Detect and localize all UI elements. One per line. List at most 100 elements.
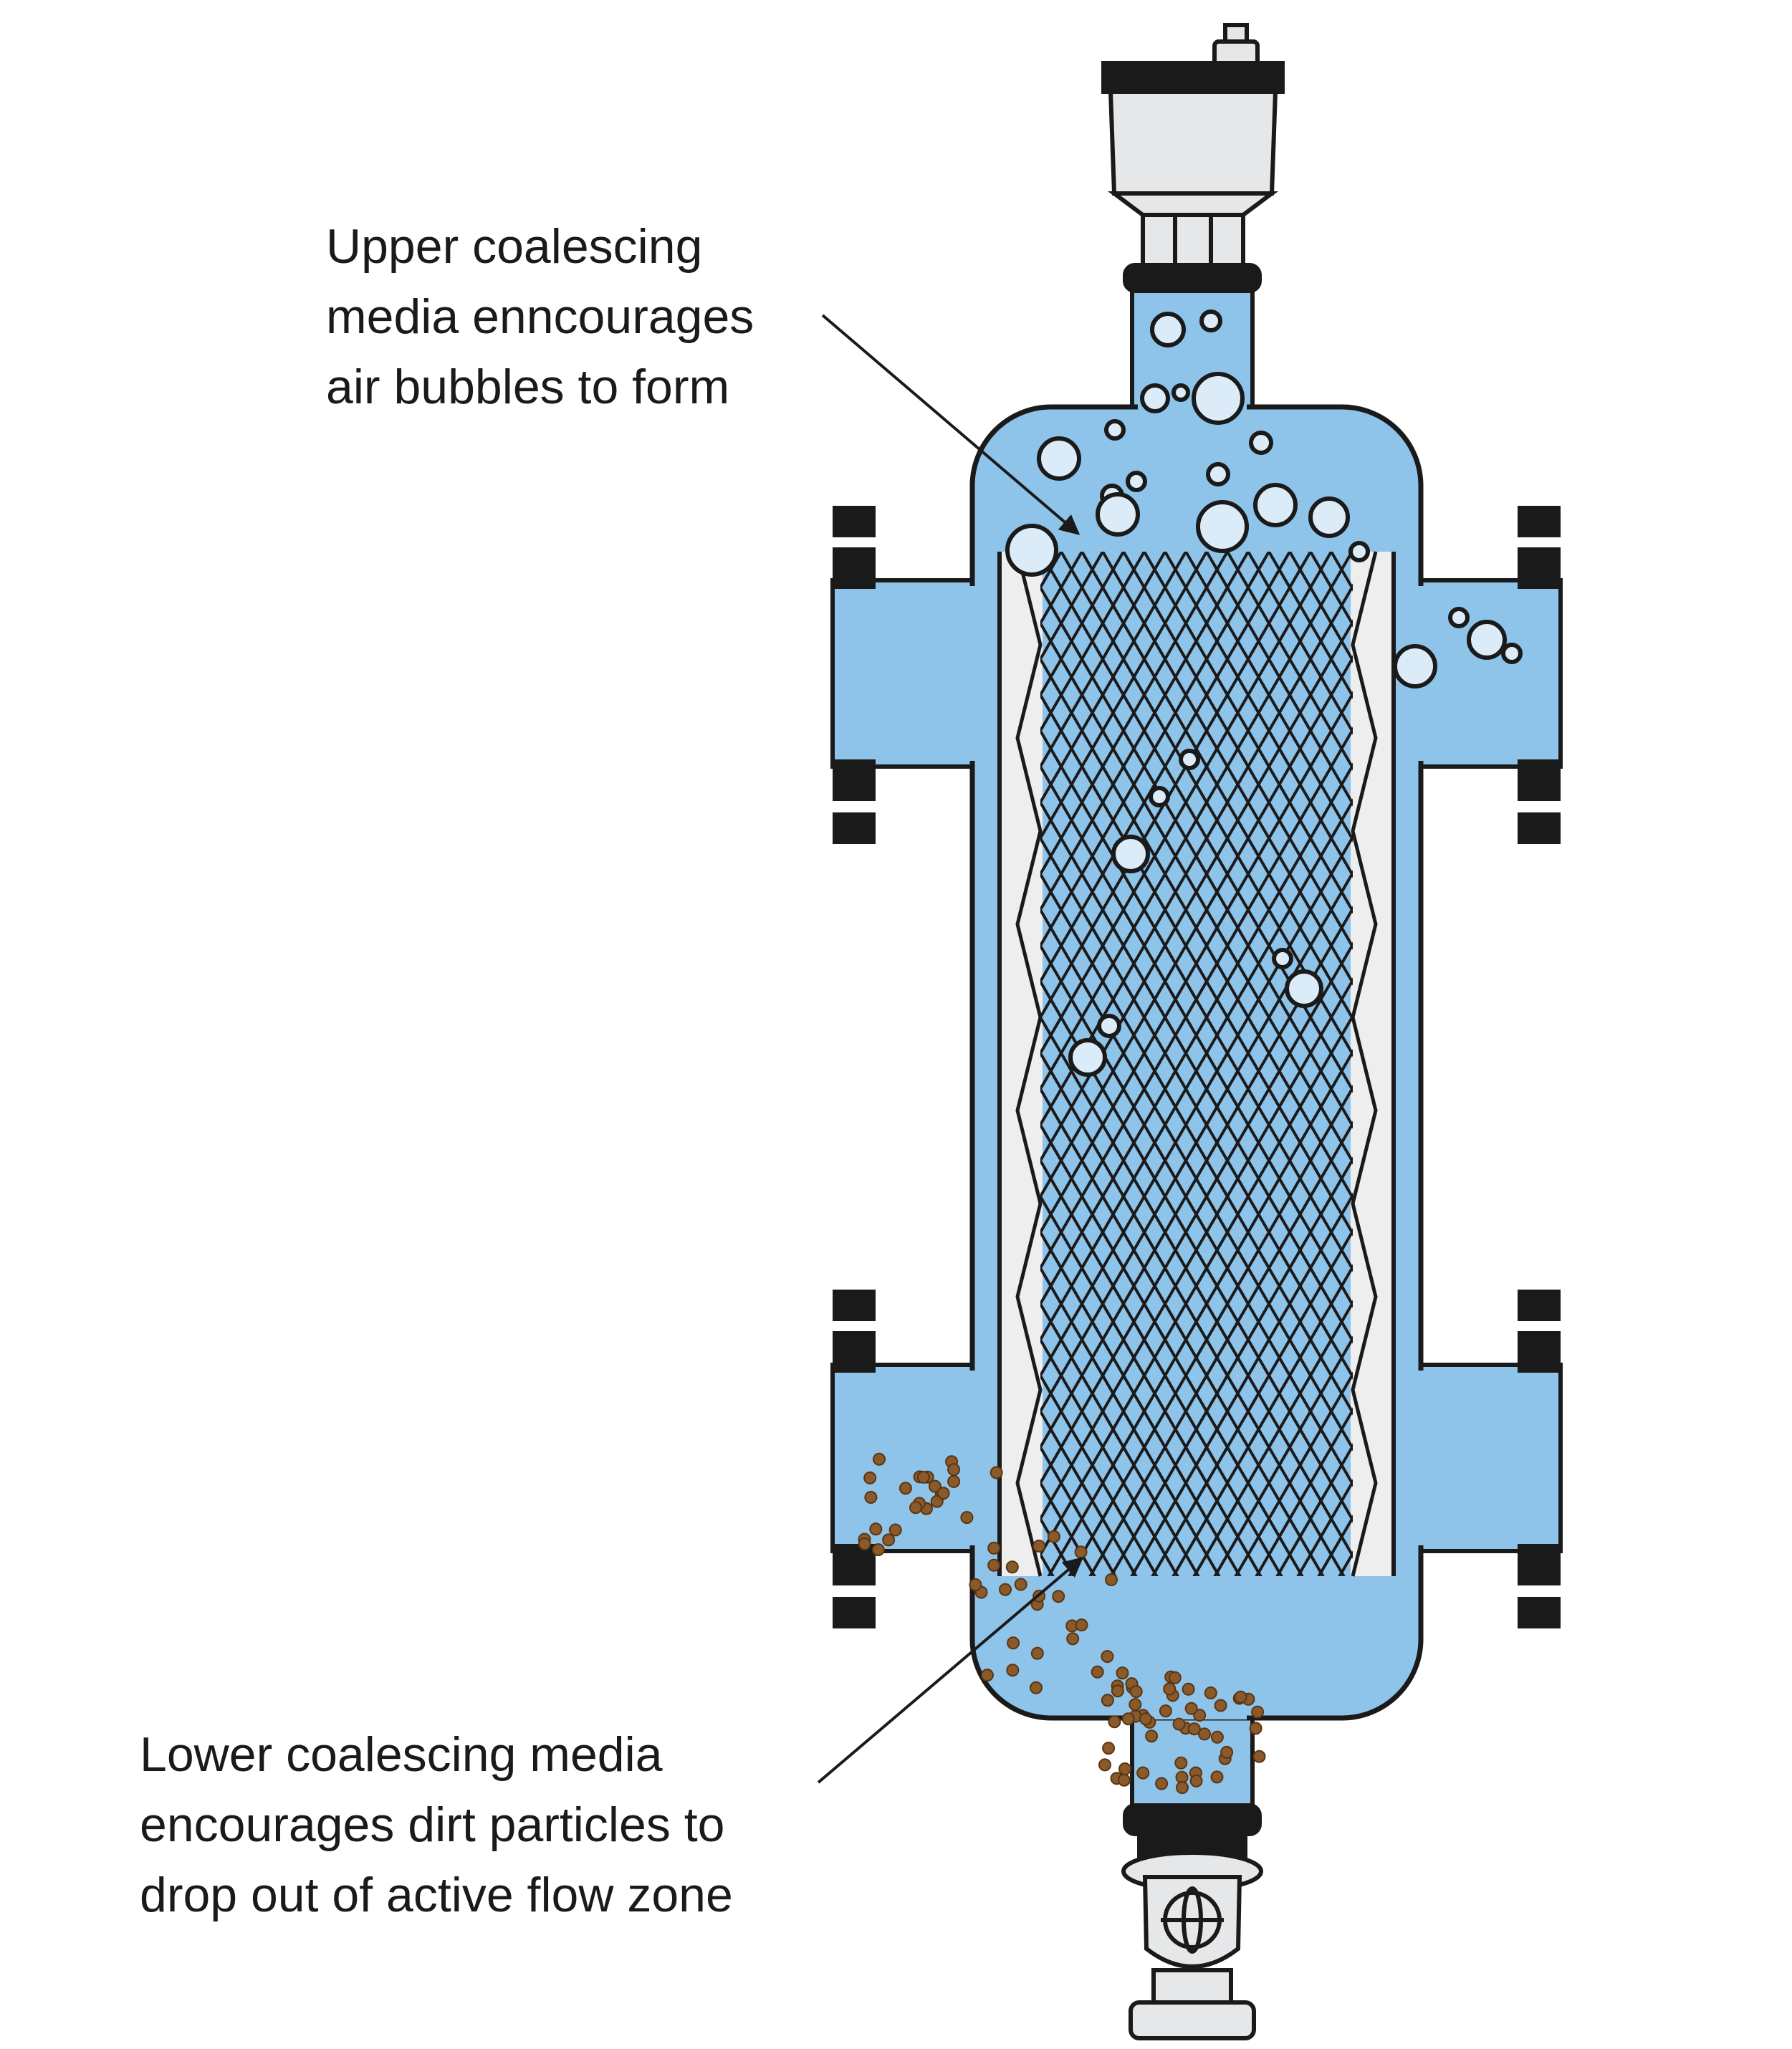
lower-annotation-line: drop out of active flow zone xyxy=(140,1868,733,1922)
bubble xyxy=(1285,969,1323,1008)
bubble xyxy=(1068,1038,1107,1077)
dirt-particle xyxy=(1198,1727,1211,1741)
dirt-particle xyxy=(1074,1545,1088,1559)
dirt-particle xyxy=(947,1463,961,1477)
media-right-edge xyxy=(1351,552,1394,1576)
dirt-particle xyxy=(909,1501,922,1515)
dirt-particle xyxy=(1129,1698,1142,1712)
dirt-particle xyxy=(1249,1722,1262,1735)
coalescing-media xyxy=(997,551,1396,1577)
dirt-particle xyxy=(863,1471,877,1484)
dirt-particle xyxy=(1172,1717,1186,1731)
dirt-particle xyxy=(1129,1685,1143,1699)
bubble xyxy=(1448,607,1470,628)
dirt-particle xyxy=(947,1474,961,1488)
media-left-edge xyxy=(1000,552,1043,1576)
dirt-particle xyxy=(1098,1758,1111,1772)
dirt-particle xyxy=(1214,1699,1227,1712)
dirt-particle xyxy=(999,1583,1012,1596)
lower-annotation-line: Lower coalescing media xyxy=(140,1727,663,1782)
dirt-particle xyxy=(1102,1742,1116,1755)
dirt-particle xyxy=(1108,1715,1121,1729)
air-vent-icon xyxy=(1101,23,1285,293)
dirt-particle xyxy=(1116,1666,1129,1680)
dirt-particle xyxy=(1252,1750,1266,1763)
dirt-particle xyxy=(1101,1650,1114,1664)
dirt-particle xyxy=(1234,1690,1247,1704)
bubble xyxy=(1348,541,1370,562)
dirt-particle xyxy=(969,1578,982,1591)
dirt-particle xyxy=(1168,1671,1182,1684)
pipe-flanges xyxy=(833,506,1561,1628)
dirt-particle xyxy=(1014,1578,1027,1591)
dirt-particle xyxy=(1030,1646,1044,1660)
upper-annotation-line: Upper coalescing xyxy=(326,219,703,274)
dirt-particle xyxy=(1145,1729,1159,1743)
dirt-particle xyxy=(916,1470,930,1484)
dirt-particle xyxy=(980,1669,994,1682)
dirt-particle xyxy=(1139,1712,1152,1726)
upper-annotation-line: media enncourages xyxy=(326,289,754,344)
media-left-zigzag xyxy=(1015,551,1043,1577)
dirt-particle xyxy=(1163,1682,1177,1696)
bubble xyxy=(1097,1014,1121,1038)
dirt-particle xyxy=(930,1494,944,1508)
bubble xyxy=(1192,372,1245,425)
dirt-particle xyxy=(1184,1702,1198,1715)
bubble xyxy=(1272,948,1293,969)
dirt-particle xyxy=(858,1537,871,1550)
dirt-particle xyxy=(1091,1665,1104,1679)
dirt-particle xyxy=(987,1558,1001,1572)
bubble xyxy=(1393,644,1437,688)
dirt-particle xyxy=(1005,1560,1019,1574)
dirt-particle xyxy=(1101,1694,1114,1707)
bubble xyxy=(1179,749,1200,770)
dirt-particle xyxy=(928,1479,941,1493)
dirt-particle xyxy=(1066,1632,1080,1646)
dirt-particle xyxy=(1006,1664,1020,1677)
upper-media-annotation: Upper coalescing media enncourages air b… xyxy=(326,211,754,422)
bubble xyxy=(1096,492,1140,537)
dirt-particle xyxy=(1182,1682,1195,1696)
dirt-particle xyxy=(1220,1745,1234,1759)
bubble xyxy=(1150,312,1186,347)
dirt-particle xyxy=(987,1541,1001,1555)
bubble xyxy=(1005,524,1058,577)
dirt-particle xyxy=(1189,1774,1203,1788)
dirt-particle xyxy=(1117,1773,1131,1787)
dirt-particle xyxy=(990,1466,1003,1479)
bubble xyxy=(1501,643,1523,664)
dirt-particle xyxy=(1176,1781,1189,1795)
dirt-particle xyxy=(960,1511,974,1525)
dirt-particle xyxy=(1030,1681,1043,1694)
dirt-particle xyxy=(888,1523,902,1537)
dirt-particle xyxy=(1155,1777,1169,1790)
media-right-zigzag xyxy=(1351,551,1378,1577)
dirt-particle xyxy=(1111,1684,1124,1698)
dirt-particle xyxy=(1251,1705,1265,1719)
dirt-particle xyxy=(1204,1686,1217,1699)
dirt-particle xyxy=(864,1491,878,1504)
lower-media-annotation: Lower coalescing media encourages dirt p… xyxy=(140,1719,733,1930)
dirt-particle xyxy=(1174,1756,1188,1770)
dirt-particle xyxy=(1052,1590,1065,1603)
dirt-particle xyxy=(1210,1770,1224,1784)
dirt-particle xyxy=(1075,1618,1088,1632)
dirt-particle xyxy=(899,1482,912,1495)
bubble xyxy=(1199,309,1222,332)
lower-leader-arrow xyxy=(817,1557,1084,1784)
dirt-particle xyxy=(1007,1636,1020,1650)
bubble xyxy=(1171,383,1190,402)
drain-valve-icon xyxy=(1121,1803,1263,2040)
upper-leader-arrow xyxy=(821,314,1081,535)
dirt-particle xyxy=(1032,1540,1046,1553)
dirt-particle xyxy=(1118,1762,1131,1775)
dirt-particle xyxy=(1136,1766,1150,1780)
bubble xyxy=(1253,483,1298,527)
bubble xyxy=(1249,431,1273,455)
lower-annotation-line: encourages dirt particles to xyxy=(140,1798,725,1852)
bubble xyxy=(1196,500,1249,553)
dirt-particle xyxy=(1105,1573,1118,1586)
dirt-particle xyxy=(936,1487,950,1500)
